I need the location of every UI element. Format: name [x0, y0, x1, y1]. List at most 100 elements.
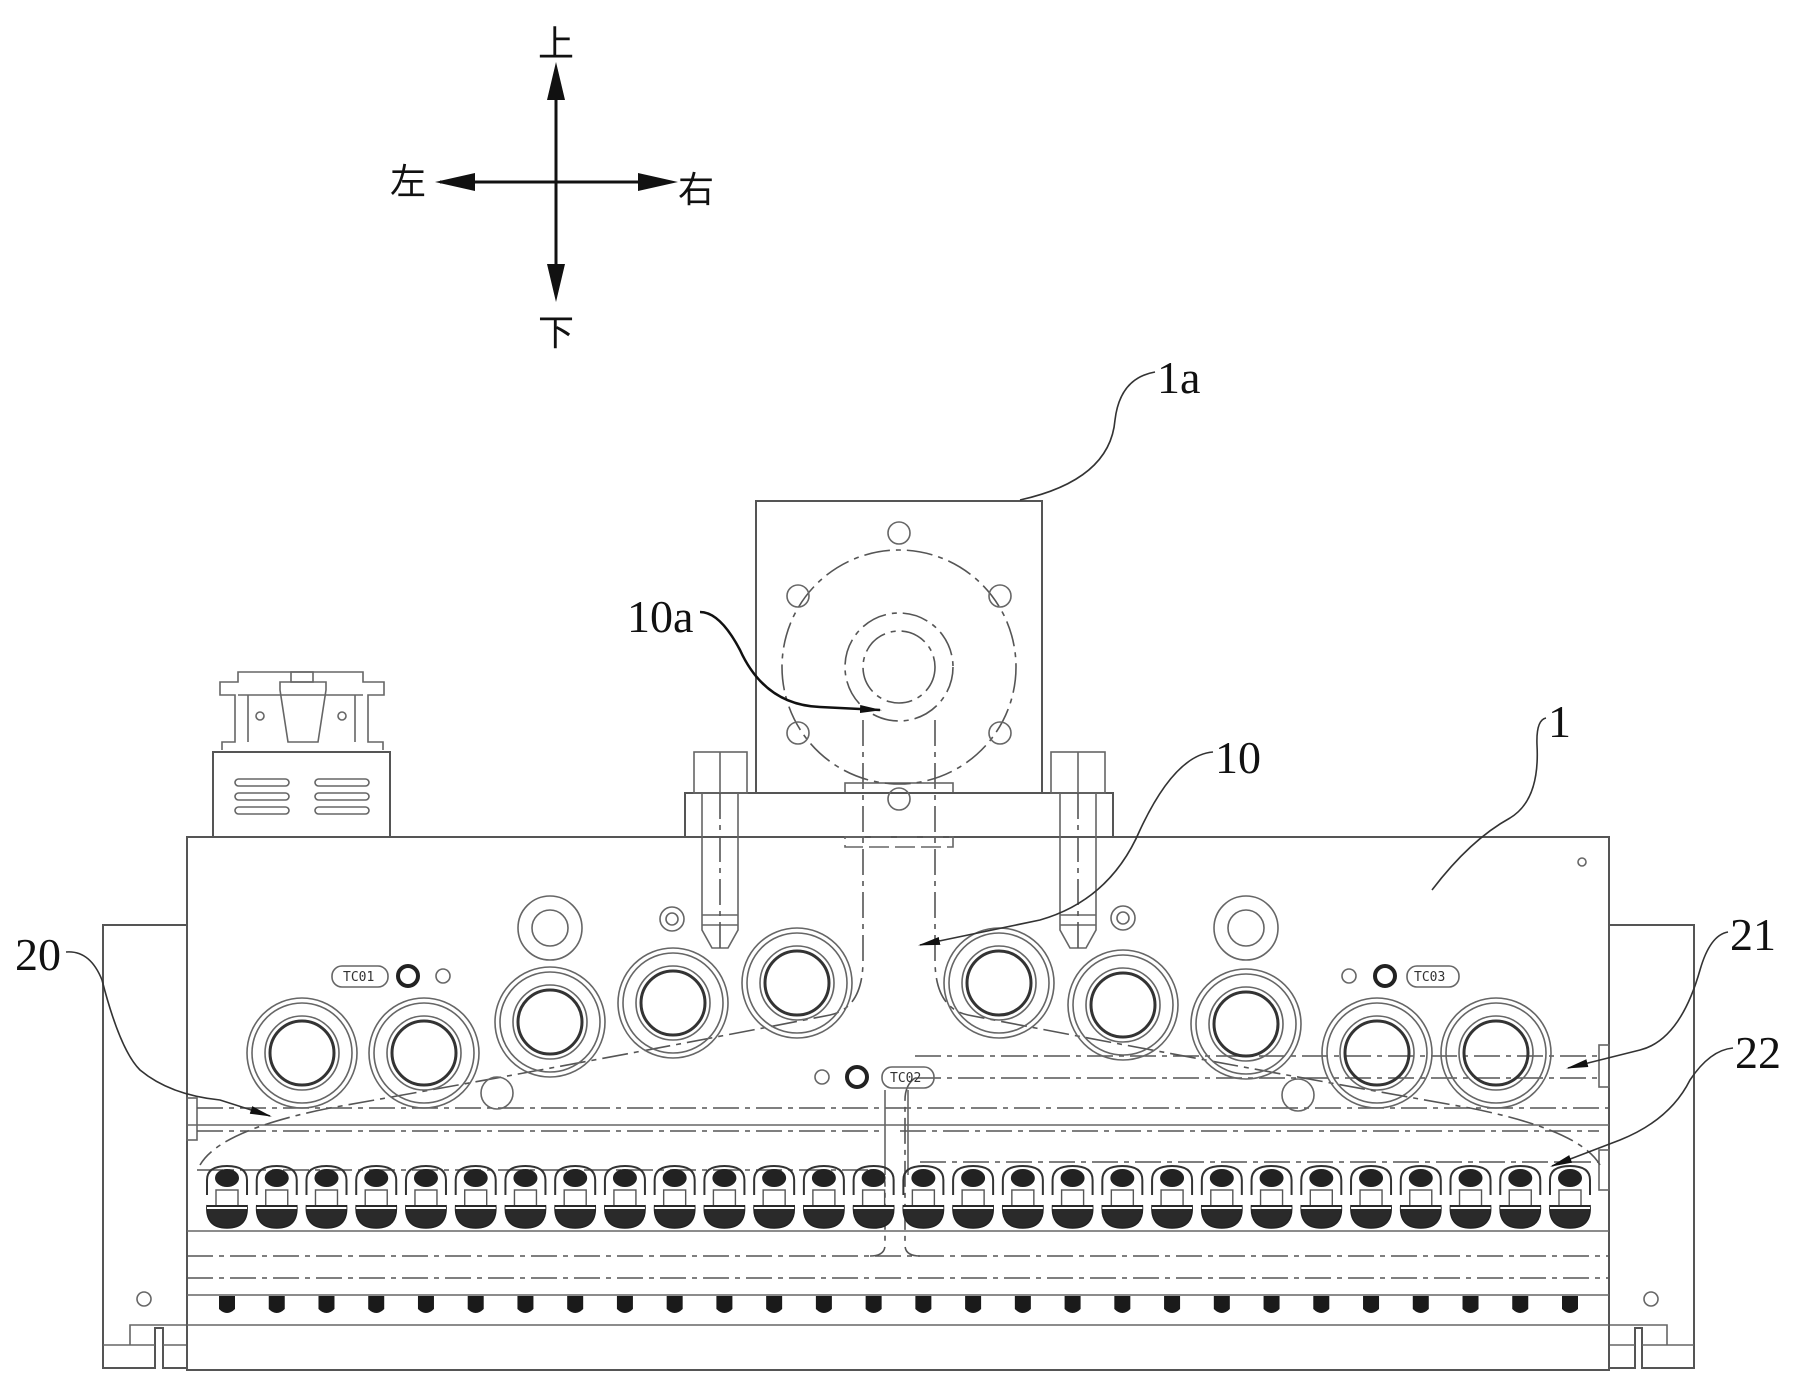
bolt-right — [1050, 751, 1106, 949]
nozzle-tip-row — [219, 1296, 1578, 1313]
label-21: 21 — [1730, 909, 1776, 960]
nozzle-tip — [219, 1296, 235, 1313]
nozzle-tip — [766, 1296, 783, 1313]
nozzle-fitting — [1250, 1164, 1293, 1229]
arrow-up-icon — [547, 62, 565, 100]
flange-bolt-holes — [786, 521, 1012, 811]
reference-labels: 1a 10a 10 1 20 21 22 — [15, 352, 1781, 1167]
direction-compass: 上 下 左 右 — [390, 24, 714, 354]
leader-1a — [1019, 371, 1156, 501]
port-plug — [1440, 997, 1552, 1109]
bolt-left — [693, 751, 748, 949]
leader-1 — [1431, 717, 1547, 891]
nozzle-fitting — [1300, 1164, 1343, 1229]
nozzle-tip — [1512, 1296, 1529, 1313]
nozzle-tip — [268, 1296, 285, 1313]
nozzle-fitting — [902, 1164, 945, 1229]
base-plate — [684, 792, 1114, 838]
nozzle-tip — [517, 1296, 534, 1313]
bolt-circle — [781, 549, 1017, 785]
nozzle-fitting — [255, 1164, 298, 1229]
label-1: 1 — [1548, 696, 1571, 747]
nozzle-fitting — [1051, 1164, 1094, 1229]
label-10a: 10a — [627, 591, 693, 642]
port-plug — [368, 997, 480, 1109]
nozzle-fitting — [305, 1164, 348, 1229]
leader-10a — [699, 610, 882, 713]
leader-20 — [65, 951, 272, 1117]
nozzle-fitting — [1001, 1164, 1044, 1229]
port-plug — [943, 927, 1055, 1039]
nozzle-fitting — [355, 1164, 398, 1229]
nozzle-fitting — [1200, 1164, 1243, 1229]
nozzle-tip — [1462, 1296, 1479, 1313]
nozzle-fitting — [1151, 1164, 1194, 1229]
right-side-bracket — [1609, 924, 1695, 1369]
nozzle-tip — [865, 1296, 882, 1313]
port-row — [246, 927, 1552, 1109]
nozzle-tip — [1562, 1296, 1578, 1313]
nozzle-tip — [368, 1296, 385, 1313]
nozzle-fitting — [454, 1164, 497, 1229]
port-plug — [1321, 997, 1433, 1109]
nozzle-fitting — [802, 1164, 845, 1229]
electrical-connector — [212, 671, 391, 838]
nozzle-row — [206, 1164, 1591, 1229]
nozzle-fitting — [404, 1164, 447, 1229]
nozzle-tip — [666, 1296, 683, 1313]
nozzle-tip — [1412, 1296, 1429, 1313]
nozzle-fitting — [1449, 1164, 1492, 1229]
nozzle-fitting — [753, 1164, 796, 1229]
nozzle-tip — [1363, 1296, 1380, 1313]
left-side-bracket — [102, 924, 187, 1369]
compass-label-down: 下 — [538, 313, 574, 354]
port-plug — [1067, 949, 1179, 1061]
bracket-hole — [1643, 1291, 1659, 1307]
leader-22 — [1550, 1047, 1734, 1167]
bracket-hole — [136, 1291, 152, 1307]
compass-label-right: 右 — [678, 170, 714, 211]
glands — [480, 895, 1315, 1112]
nozzle-tip — [318, 1296, 335, 1313]
compass-label-left: 左 — [390, 162, 426, 203]
nozzle-tip — [1064, 1296, 1081, 1313]
port-plug — [741, 927, 853, 1039]
nozzle-fitting — [504, 1164, 547, 1229]
nozzle-fitting — [206, 1164, 248, 1229]
nozzle-fitting — [952, 1164, 995, 1229]
nozzle-fitting — [1499, 1164, 1542, 1229]
nozzle-fitting — [1549, 1164, 1591, 1229]
port-plug — [1190, 968, 1302, 1080]
port-plug — [617, 947, 729, 1059]
nozzle-fitting — [1101, 1164, 1144, 1229]
svg-text:TC03: TC03 — [1414, 970, 1445, 985]
leader-21 — [1566, 931, 1729, 1069]
nozzle-tip — [1313, 1296, 1330, 1313]
body-pin-hole — [1577, 857, 1587, 867]
nozzle-tip — [417, 1296, 434, 1313]
svg-text:TC02: TC02 — [890, 1071, 921, 1086]
nozzle-tip — [1164, 1296, 1181, 1313]
vent-slots — [234, 778, 370, 815]
nozzle-fitting — [1399, 1164, 1442, 1229]
flange-plate — [755, 500, 1043, 794]
nozzle-tip — [1114, 1296, 1131, 1313]
nozzle-tip — [616, 1296, 633, 1313]
manifold-body — [186, 836, 1610, 1371]
label-20: 20 — [15, 929, 61, 980]
nozzle-fitting — [603, 1164, 646, 1229]
nozzle-tip — [567, 1296, 584, 1313]
nozzle-tip — [467, 1296, 484, 1313]
nozzle-tip — [1014, 1296, 1031, 1313]
inlet-assembly — [684, 500, 1114, 949]
arrow-down-icon — [547, 264, 565, 302]
thermocouple-tc03: TC03 — [1341, 964, 1460, 988]
nozzle-tip — [915, 1296, 932, 1313]
compass-label-up: 上 — [538, 24, 574, 65]
nozzle-fitting — [653, 1164, 696, 1229]
label-10: 10 — [1215, 732, 1261, 783]
svg-text:TC01: TC01 — [343, 970, 374, 985]
nozzle-tip — [1263, 1296, 1280, 1313]
label-1a: 1a — [1157, 352, 1200, 403]
